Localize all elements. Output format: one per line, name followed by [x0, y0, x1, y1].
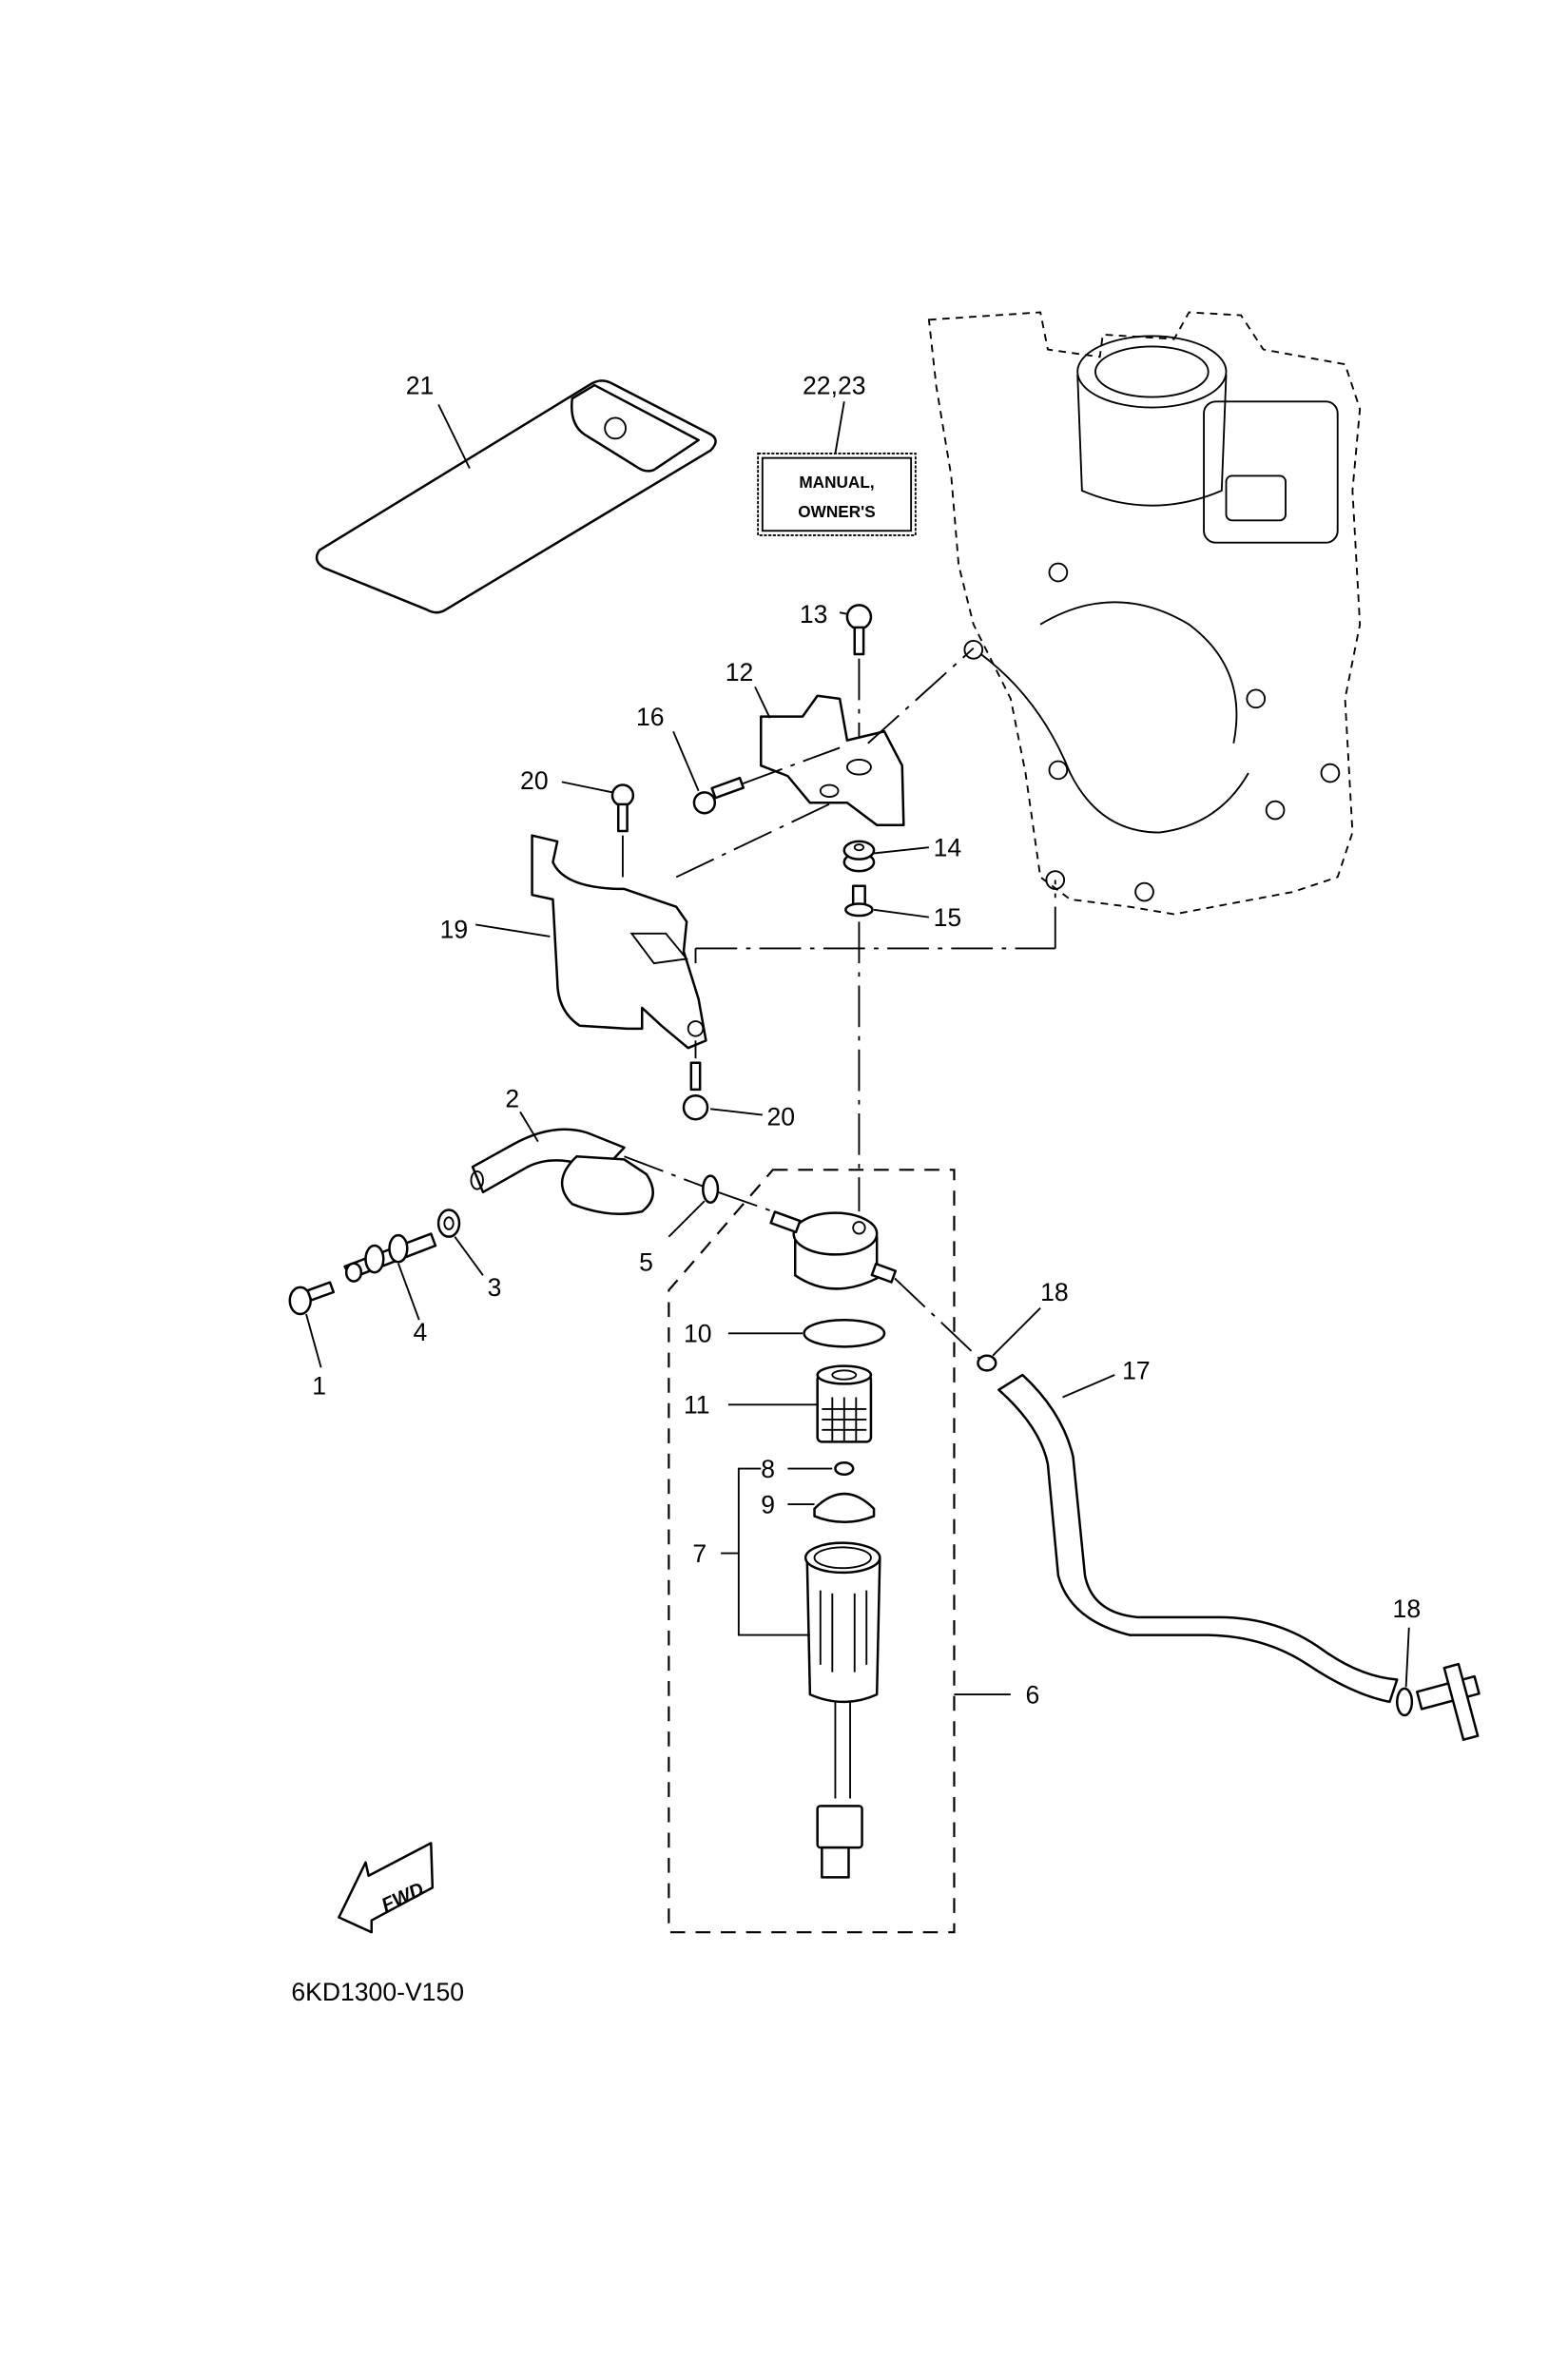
part-16-bolt — [692, 776, 745, 815]
leader-18-lower — [1404, 1627, 1410, 1688]
part-17-hose — [997, 1373, 1399, 1704]
filter-head — [769, 1210, 898, 1290]
leader-16 — [672, 730, 700, 792]
part-9-float — [813, 1493, 876, 1523]
leader-19 — [475, 923, 551, 938]
part-19-cover — [531, 834, 707, 1050]
fwd-arrow-icon: FWD — [338, 1842, 435, 1934]
part-22-23-owners-manual: MANUAL, OWNER'S — [757, 453, 917, 536]
callout-17: 17 — [1122, 1357, 1151, 1385]
part-1-screw — [288, 1281, 336, 1316]
leader-15 — [873, 908, 930, 918]
leader-12 — [754, 686, 771, 719]
callout-22-23: 22,23 — [803, 371, 865, 399]
leader-18-upper — [992, 1307, 1041, 1357]
center-line — [743, 746, 841, 784]
part-10-o-ring — [803, 1318, 886, 1348]
part-5-clip — [702, 1174, 720, 1204]
leader-14 — [873, 846, 929, 855]
part-6-assembly-boundary — [668, 1169, 956, 1934]
part-15-collar — [844, 884, 874, 918]
callout-3: 3 — [488, 1273, 502, 1302]
leader-3 — [454, 1236, 484, 1276]
engine-block-phantom — [927, 311, 1362, 916]
leader-17 — [1062, 1374, 1115, 1399]
center-line — [675, 802, 833, 879]
part-3-clip — [436, 1209, 461, 1238]
center-line — [624, 1155, 711, 1190]
leader-1 — [305, 1313, 322, 1368]
t-joint — [1416, 1662, 1481, 1741]
leader-2 — [519, 1111, 539, 1143]
callout-13: 13 — [800, 600, 828, 628]
leader-4 — [397, 1263, 420, 1321]
callout-19: 19 — [440, 916, 469, 944]
callout-15: 15 — [934, 903, 962, 932]
part-2-hose — [470, 1128, 654, 1215]
callout-18-upper: 18 — [1040, 1278, 1069, 1306]
leader-5 — [668, 1200, 706, 1238]
callout-6: 6 — [1025, 1680, 1039, 1709]
part-20-bolt-lower — [682, 1061, 709, 1121]
bracket-7 — [721, 1467, 810, 1636]
callout-10: 10 — [684, 1320, 712, 1348]
part-11-filter-element — [816, 1364, 873, 1443]
center-line — [894, 1277, 982, 1362]
callout-5: 5 — [639, 1248, 653, 1277]
leader-13 — [839, 611, 848, 615]
callout-16: 16 — [636, 703, 665, 731]
part-8-clip — [834, 1461, 855, 1477]
part-18-clip-lower — [1396, 1687, 1414, 1717]
part-7-filter-bowl — [803, 1541, 881, 1879]
leader-22-23 — [834, 401, 845, 454]
center-line — [867, 648, 975, 744]
callout-12: 12 — [726, 658, 754, 686]
manual-line1: MANUAL, — [799, 473, 874, 492]
part-21-pouch — [315, 379, 717, 614]
part-4-joint — [343, 1232, 437, 1283]
callout-9: 9 — [761, 1490, 775, 1518]
callout-4: 4 — [414, 1318, 428, 1346]
callout-18-lower: 18 — [1393, 1595, 1422, 1623]
part-12-bracket — [760, 694, 905, 826]
callout-1: 1 — [312, 1371, 326, 1400]
callout-7: 7 — [692, 1539, 707, 1568]
callout-20-upper: 20 — [520, 766, 549, 795]
part-20-bolt-upper — [610, 783, 635, 833]
drawing-code: 6KD1300-V150 — [291, 1978, 464, 2006]
callout-11: 11 — [684, 1391, 710, 1420]
callout-21: 21 — [406, 371, 435, 399]
part-18-clip-upper — [977, 1354, 997, 1372]
callout-14: 14 — [934, 834, 962, 862]
leader-20-upper — [561, 781, 613, 794]
part-14-grommet — [842, 840, 876, 873]
leader-20-lower — [710, 1108, 763, 1116]
center-line — [717, 1190, 774, 1212]
callout-20-lower: 20 — [767, 1102, 796, 1131]
part-13-bolt — [845, 604, 873, 656]
callout-2: 2 — [505, 1085, 519, 1113]
callout-8: 8 — [761, 1455, 775, 1483]
manual-line2: OWNER'S — [798, 502, 875, 521]
leader-21 — [437, 403, 471, 470]
